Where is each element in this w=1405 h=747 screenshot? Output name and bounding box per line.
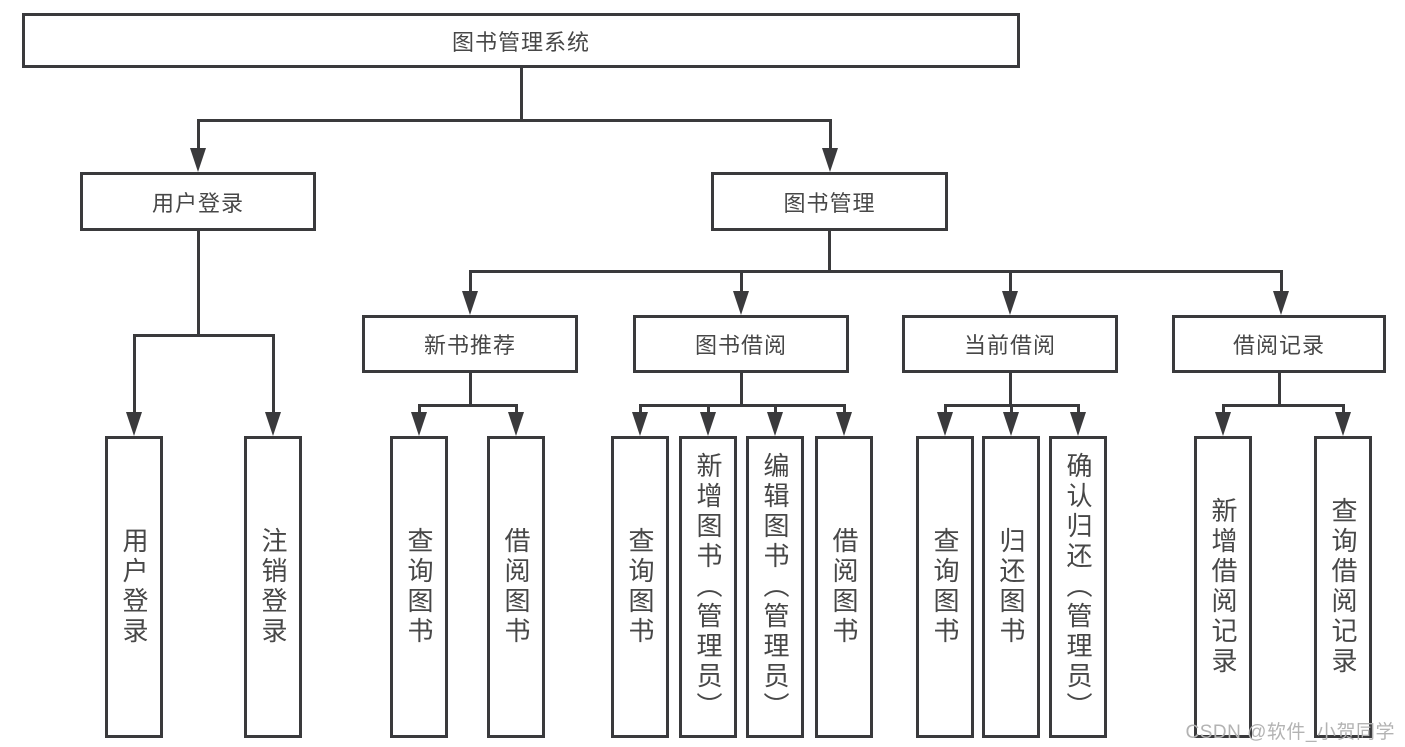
connector-vline bbox=[196, 231, 200, 337]
node-leaf-query-borrow-record-label: 查询借阅记录 bbox=[1328, 497, 1358, 677]
connector-stem bbox=[1221, 405, 1225, 415]
node-leaf-return-books-label: 归还图书 bbox=[996, 527, 1026, 647]
node-leaf-query-books-borrow-label: 查询图书 bbox=[625, 527, 655, 647]
connector-stem bbox=[1076, 405, 1080, 415]
connector-vline bbox=[1277, 373, 1281, 407]
connector-stem bbox=[842, 405, 846, 415]
arrow-down-icon bbox=[126, 412, 142, 436]
connector-stem bbox=[638, 405, 642, 415]
connector-hbar bbox=[638, 404, 846, 407]
arrow-down-icon bbox=[190, 148, 206, 172]
arrow-down-icon bbox=[462, 291, 478, 315]
connector-stem bbox=[1341, 405, 1345, 415]
arrow-down-icon bbox=[836, 412, 852, 436]
node-leaf-query-books-borrow: 查询图书 bbox=[611, 436, 669, 738]
node-leaf-borrow-books-label: 借阅图书 bbox=[829, 527, 859, 647]
connector-stem bbox=[271, 335, 275, 415]
connector-stem bbox=[773, 405, 777, 415]
node-leaf-edit-book-admin-label: 编辑图书（管理员） bbox=[760, 452, 790, 722]
connector-stem bbox=[468, 271, 472, 294]
connector-stem bbox=[828, 120, 832, 151]
node-leaf-add-book-admin: 新增图书（管理员） bbox=[679, 436, 737, 738]
node-user-login: 用户登录 bbox=[80, 172, 316, 231]
arrow-down-icon bbox=[265, 412, 281, 436]
node-leaf-query-books-recommend-label: 查询图书 bbox=[404, 527, 434, 647]
arrow-down-icon bbox=[1003, 412, 1019, 436]
connector-hbar bbox=[468, 270, 1283, 273]
node-leaf-query-books-recommend: 查询图书 bbox=[390, 436, 448, 738]
node-leaf-borrow-books: 借阅图书 bbox=[815, 436, 873, 738]
node-leaf-add-book-admin-label: 新增图书（管理员） bbox=[693, 452, 723, 722]
arrow-down-icon bbox=[937, 412, 953, 436]
connector-stem bbox=[706, 405, 710, 415]
connector-stem bbox=[1279, 271, 1283, 294]
node-current-borrow: 当前借阅 bbox=[902, 315, 1118, 373]
watermark: CSDN @软件_小贺同学 bbox=[1185, 722, 1395, 743]
arrow-down-icon bbox=[700, 412, 716, 436]
node-leaf-add-borrow-record-label: 新增借阅记录 bbox=[1208, 497, 1238, 677]
node-leaf-logout-label: 注销登录 bbox=[258, 527, 288, 647]
connector-stem bbox=[739, 271, 743, 294]
connector-stem bbox=[514, 405, 518, 415]
node-new-book-recommend-label: 新书推荐 bbox=[423, 333, 516, 358]
arrow-down-icon bbox=[632, 412, 648, 436]
node-leaf-confirm-return-admin-label: 确认归还（管理员） bbox=[1063, 452, 1093, 722]
node-current-borrow-label: 当前借阅 bbox=[963, 333, 1056, 358]
connector-vline bbox=[739, 373, 743, 407]
node-leaf-logout: 注销登录 bbox=[244, 436, 302, 738]
node-borrow-records-label: 借阅记录 bbox=[1232, 333, 1325, 358]
arrow-down-icon bbox=[1215, 412, 1231, 436]
node-leaf-edit-book-admin: 编辑图书（管理员） bbox=[746, 436, 804, 738]
node-root-label: 图书管理系统 bbox=[451, 29, 590, 55]
node-book-borrow-label: 图书借阅 bbox=[694, 333, 787, 358]
node-leaf-borrow-books-recommend: 借阅图书 bbox=[487, 436, 545, 738]
node-book-borrow: 图书借阅 bbox=[633, 315, 849, 373]
connector-stem bbox=[1008, 271, 1012, 294]
node-leaf-user-login-label: 用户登录 bbox=[119, 527, 149, 647]
connector-stem bbox=[132, 335, 136, 415]
node-root: 图书管理系统 bbox=[22, 13, 1020, 68]
node-leaf-user-login: 用户登录 bbox=[105, 436, 163, 738]
node-leaf-query-borrow-record: 查询借阅记录 bbox=[1314, 436, 1372, 738]
arrow-down-icon bbox=[508, 412, 524, 436]
arrow-down-icon bbox=[1002, 291, 1018, 315]
node-book-management: 图书管理 bbox=[711, 172, 948, 231]
node-leaf-query-books-current-label: 查询图书 bbox=[930, 527, 960, 647]
node-leaf-query-books-current: 查询图书 bbox=[916, 436, 974, 738]
connector-vline bbox=[519, 68, 523, 122]
arrow-down-icon bbox=[1273, 291, 1289, 315]
connector-hbar bbox=[1221, 404, 1345, 407]
connector-vline bbox=[828, 231, 831, 273]
connector-stem bbox=[417, 405, 421, 415]
connector-stem bbox=[943, 405, 947, 415]
arrow-down-icon bbox=[767, 412, 783, 436]
connector-stem bbox=[196, 120, 200, 151]
connector-hbar bbox=[132, 334, 275, 337]
arrow-down-icon bbox=[411, 412, 427, 436]
connector-hbar bbox=[417, 404, 518, 407]
arrow-down-icon bbox=[1070, 412, 1086, 436]
node-user-login-label: 用户登录 bbox=[151, 190, 244, 216]
node-leaf-borrow-books-recommend-label: 借阅图书 bbox=[501, 527, 531, 647]
connector-vline bbox=[468, 373, 472, 407]
node-leaf-return-books: 归还图书 bbox=[982, 436, 1040, 738]
node-book-management-label: 图书管理 bbox=[783, 190, 876, 216]
node-new-book-recommend: 新书推荐 bbox=[362, 315, 578, 373]
node-leaf-add-borrow-record: 新增借阅记录 bbox=[1194, 436, 1252, 738]
connector-vline bbox=[1008, 373, 1012, 407]
node-leaf-confirm-return-admin: 确认归还（管理员） bbox=[1049, 436, 1107, 738]
connector-stem bbox=[1009, 405, 1013, 415]
arrow-down-icon bbox=[822, 148, 838, 172]
arrow-down-icon bbox=[733, 291, 749, 315]
node-borrow-records: 借阅记录 bbox=[1172, 315, 1386, 373]
connector-hbar bbox=[196, 119, 832, 122]
arrow-down-icon bbox=[1335, 412, 1351, 436]
